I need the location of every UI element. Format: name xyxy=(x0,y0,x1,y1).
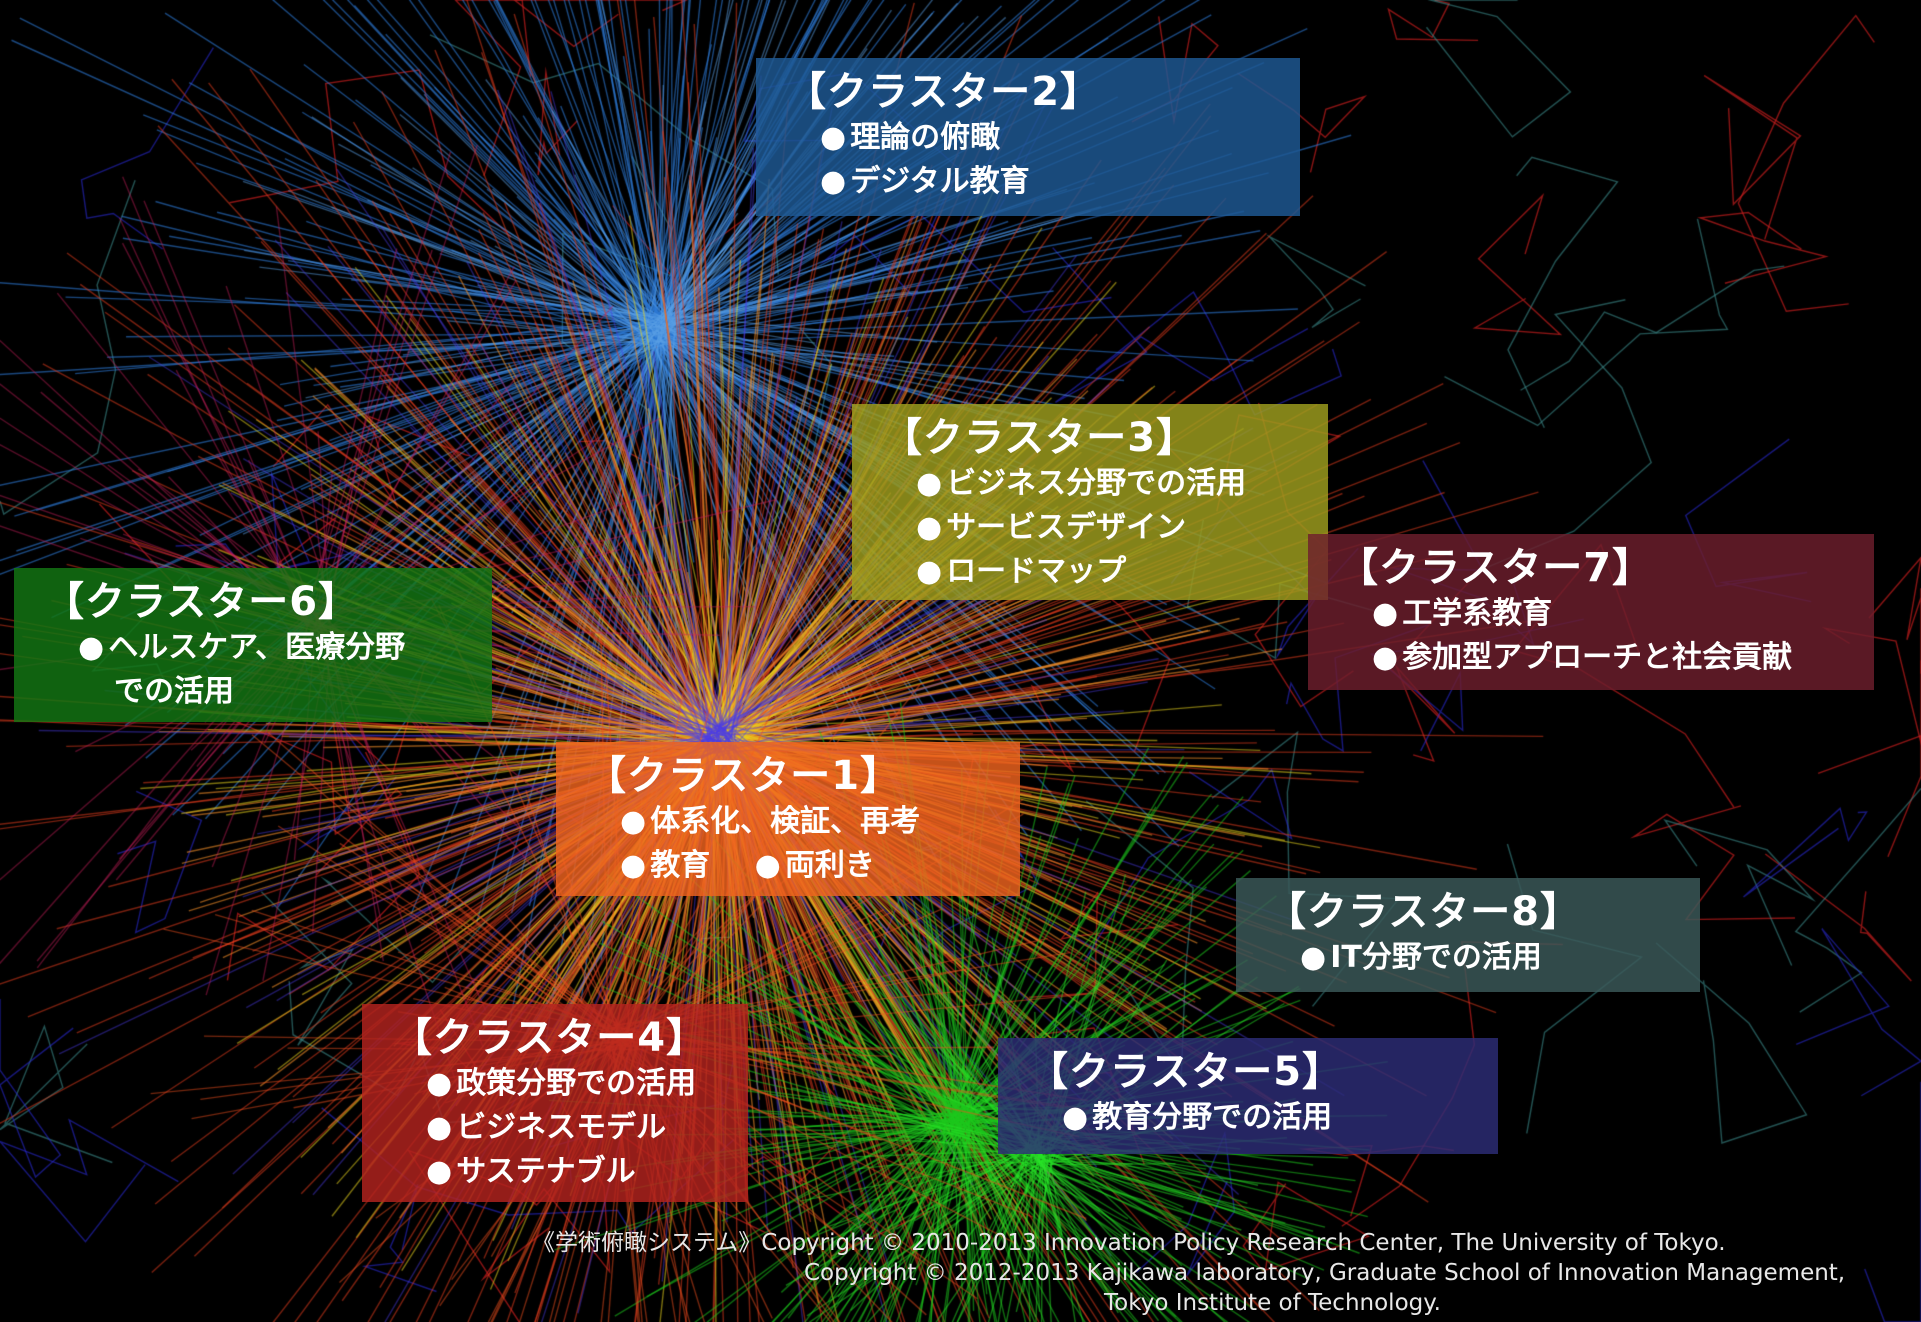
bullet-icon: ● xyxy=(426,1154,453,1189)
copyright-line-1: 《学術俯瞰システム》Copyright © 2010-2013 Innovati… xyxy=(532,1230,1726,1256)
cluster-2-item: ●理論の俯瞰 xyxy=(820,120,1001,155)
cluster-8-item: ●IT分野での活用 xyxy=(1300,940,1542,975)
cluster-2-title: 【クラスター2】 xyxy=(786,69,1102,115)
cluster-2-box: 【クラスター2】 ●理論の俯瞰 ●デジタル教育 xyxy=(756,58,1300,216)
cluster-3-box: 【クラスター3】 ●ビジネス分野での活用 ●サービスデザイン ●ロードマップ xyxy=(852,404,1328,600)
cluster-4-item: ●ビジネスモデル xyxy=(426,1110,667,1145)
cluster-5-item: ●教育分野での活用 xyxy=(1062,1100,1333,1135)
cluster-7-title: 【クラスター7】 xyxy=(1338,545,1654,591)
bullet-icon: ● xyxy=(916,554,943,589)
copyright-line-2: Copyright © 2012-2013 Kajikawa laborator… xyxy=(804,1260,1846,1286)
cluster-4-title: 【クラスター4】 xyxy=(392,1015,708,1061)
cluster-4-item: ●サステナブル xyxy=(426,1154,636,1189)
cluster-2-item: ●デジタル教育 xyxy=(820,164,1030,199)
cluster-3-item: ●ビジネス分野での活用 xyxy=(916,466,1247,501)
cluster-1-item: ●体系化、検証、再考 xyxy=(620,804,921,839)
bullet-icon: ● xyxy=(916,466,943,501)
cluster-1-box: 【クラスター1】 ●体系化、検証、再考 ●教育 ●両利き xyxy=(556,742,1020,896)
bullet-icon: ● xyxy=(916,510,943,545)
cluster-6-box: 【クラスター6】 ●ヘルスケア、医療分野 での活用 xyxy=(14,568,492,722)
bullet-icon: ● xyxy=(820,164,847,199)
cluster-8-box: 【クラスター8】 ●IT分野での活用 xyxy=(1236,878,1700,992)
bullet-icon: ● xyxy=(1062,1100,1089,1135)
bullet-icon: ● xyxy=(426,1066,453,1101)
bullet-icon: ● xyxy=(1372,640,1399,675)
bullet-icon: ● xyxy=(1372,596,1399,631)
cluster-3-title: 【クラスター3】 xyxy=(882,415,1198,461)
cluster-6-item: ●ヘルスケア、医療分野 xyxy=(78,630,406,665)
bullet-icon: ● xyxy=(426,1110,453,1145)
bullet-icon: ● xyxy=(78,630,105,665)
cluster-5-box: 【クラスター5】 ●教育分野での活用 xyxy=(998,1038,1498,1154)
cluster-3-item: ●サービスデザイン xyxy=(916,510,1187,545)
cluster-4-box: 【クラスター4】 ●政策分野での活用 ●ビジネスモデル ●サステナブル xyxy=(362,1004,748,1202)
cluster-4-item: ●政策分野での活用 xyxy=(426,1066,697,1101)
cluster-1-title: 【クラスター1】 xyxy=(586,753,902,799)
copyright-line-3: Tokyo Institute of Technology. xyxy=(1104,1290,1441,1316)
bullet-icon: ● xyxy=(620,804,647,839)
cluster-3-item: ●ロードマップ xyxy=(916,554,1127,589)
cluster-6-item-continuation: での活用 xyxy=(114,674,234,709)
cluster-7-item: ●参加型アプローチと社会貢献 xyxy=(1372,640,1793,675)
bullet-icon: ● xyxy=(754,848,781,883)
bullet-icon: ● xyxy=(1300,940,1327,975)
cluster-1-item-row: ●教育 ●両利き xyxy=(620,844,1000,888)
cluster-8-title: 【クラスター8】 xyxy=(1266,889,1582,935)
cluster-7-box: 【クラスター7】 ●工学系教育 ●参加型アプローチと社会貢献 xyxy=(1308,534,1874,690)
cluster-6-title: 【クラスター6】 xyxy=(44,579,360,625)
bullet-icon: ● xyxy=(620,848,647,883)
cluster-5-title: 【クラスター5】 xyxy=(1028,1049,1344,1095)
bullet-icon: ● xyxy=(820,120,847,155)
cluster-7-item: ●工学系教育 xyxy=(1372,596,1553,631)
